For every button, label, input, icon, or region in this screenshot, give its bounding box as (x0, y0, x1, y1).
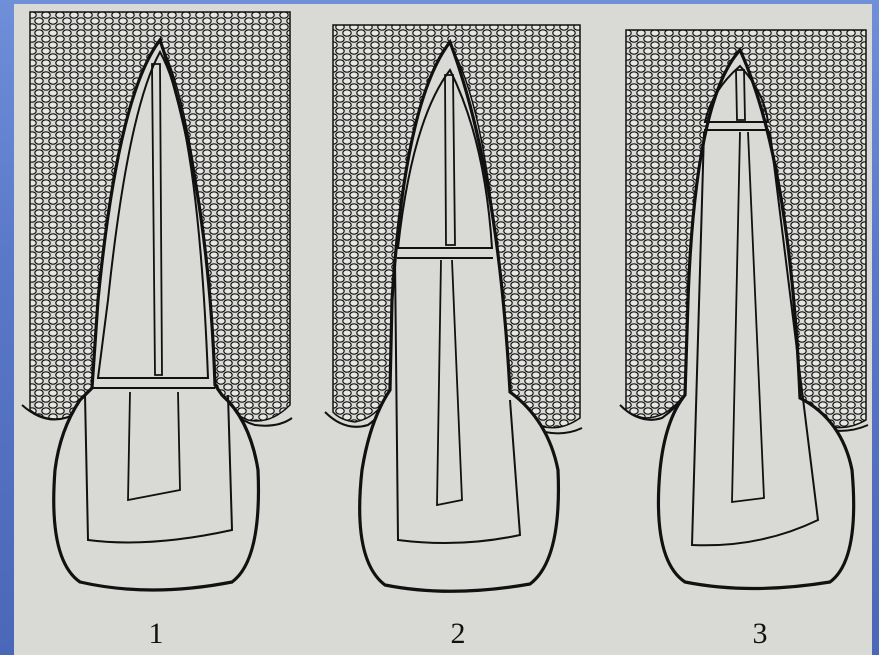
tooth-3 (620, 30, 868, 589)
tooth-2 (325, 25, 582, 591)
tooth-label-2: 2 (451, 617, 466, 650)
tooth-label-3: 3 (753, 617, 768, 650)
tooth-1 (22, 12, 292, 590)
tooth-label-1: 1 (149, 617, 164, 650)
